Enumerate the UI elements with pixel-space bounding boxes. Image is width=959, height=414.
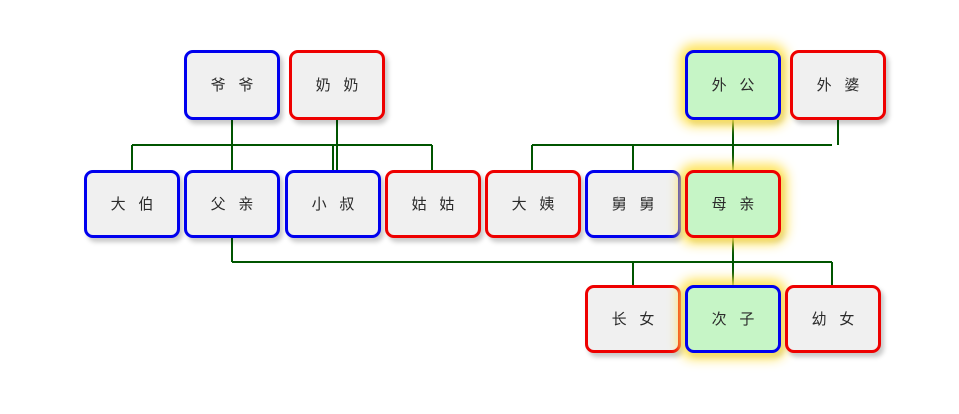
node-label: 次 子 xyxy=(711,309,759,328)
node-label: 舅 舅 xyxy=(611,194,659,213)
node-zhangnv[interactable]: 长 女 xyxy=(585,285,681,353)
node-fuqin[interactable]: 父 亲 xyxy=(184,170,280,238)
node-xiaoshu[interactable]: 小 叔 xyxy=(285,170,381,238)
node-label: 奶 奶 xyxy=(315,75,363,94)
node-label: 大 姨 xyxy=(511,194,559,213)
node-label: 小 叔 xyxy=(311,194,359,213)
node-gugu[interactable]: 姑 姑 xyxy=(385,170,481,238)
node-dayi[interactable]: 大 姨 xyxy=(485,170,581,238)
node-label: 爷 爷 xyxy=(210,75,258,94)
node-label: 幼 女 xyxy=(811,309,859,328)
node-waipo[interactable]: 外 婆 xyxy=(790,50,886,120)
node-label: 外 婆 xyxy=(816,75,864,94)
node-label: 长 女 xyxy=(611,309,659,328)
node-label: 父 亲 xyxy=(210,194,258,213)
node-label: 外 公 xyxy=(711,75,759,94)
node-label: 母 亲 xyxy=(711,194,759,213)
node-label: 大 伯 xyxy=(110,194,158,213)
node-nainai[interactable]: 奶 奶 xyxy=(289,50,385,120)
node-cizi[interactable]: 次 子 xyxy=(685,285,781,353)
node-yeye[interactable]: 爷 爷 xyxy=(184,50,280,120)
node-muqin[interactable]: 母 亲 xyxy=(685,170,781,238)
node-jiujiu[interactable]: 舅 舅 xyxy=(585,170,681,238)
node-younv[interactable]: 幼 女 xyxy=(785,285,881,353)
node-dabo[interactable]: 大 伯 xyxy=(84,170,180,238)
node-waigong[interactable]: 外 公 xyxy=(685,50,781,120)
node-label: 姑 姑 xyxy=(411,194,459,213)
